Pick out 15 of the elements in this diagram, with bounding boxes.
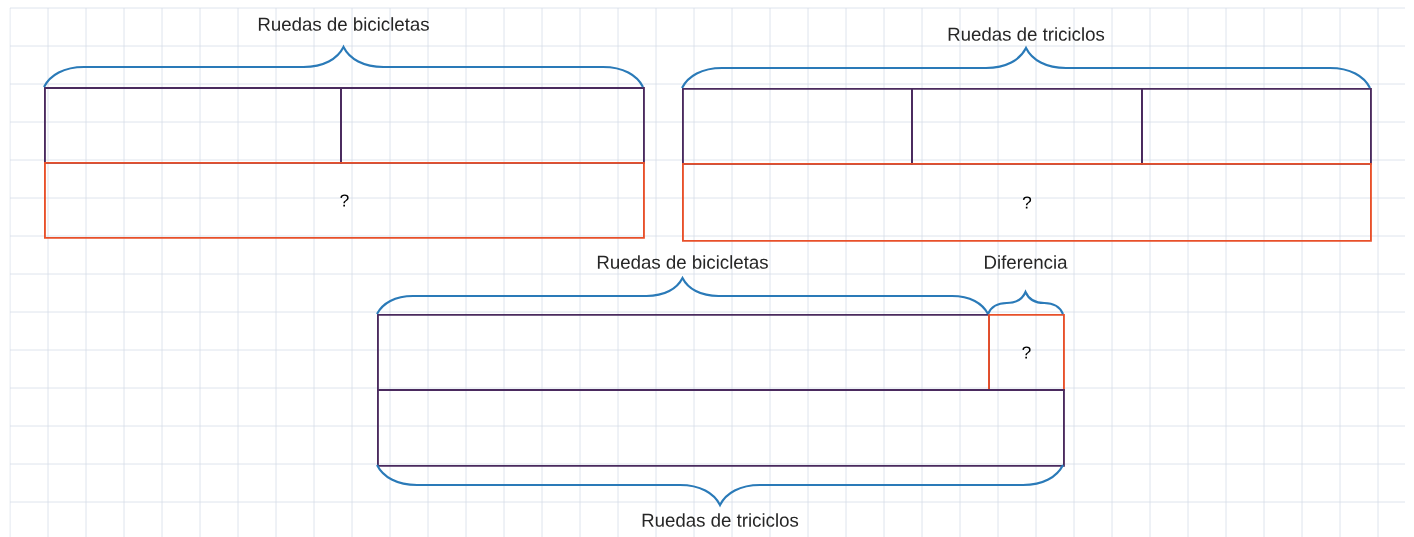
- brace-label: Diferencia: [985, 255, 1068, 269]
- tape-box: [1141, 88, 1372, 165]
- brace-label: Ruedas de triciclos: [642, 513, 799, 527]
- tape-box: [682, 88, 913, 165]
- tape-box: [377, 389, 1065, 467]
- brace-label: Ruedas de bicicletas: [597, 255, 768, 269]
- brace-label: Ruedas de triciclos: [948, 27, 1105, 41]
- tape-box: [44, 87, 342, 164]
- answer-bar: ?: [44, 162, 645, 239]
- tape-box: [340, 87, 645, 164]
- tape-box: [911, 88, 1143, 165]
- answer-bar: ?: [988, 314, 1065, 391]
- answer-bar: ?: [682, 163, 1372, 242]
- tape-box: [377, 314, 990, 391]
- brace-label: Ruedas de bicicletas: [258, 17, 429, 31]
